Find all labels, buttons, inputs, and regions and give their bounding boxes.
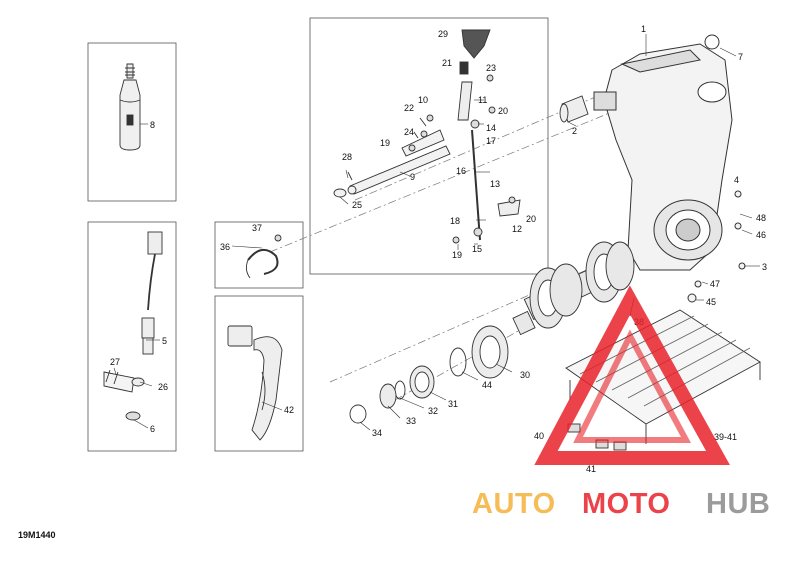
callout-11: 11 <box>478 95 487 105</box>
inset-frame-wiring <box>214 295 304 452</box>
speed-sensor-part <box>103 231 163 421</box>
callout-45: 45 <box>706 297 716 307</box>
callout-31: 31 <box>448 399 458 409</box>
callout-7: 7 <box>738 52 743 62</box>
callout-36: 36 <box>220 242 230 252</box>
diagram-code: 19M1440 <box>18 530 56 540</box>
callout-3: 3 <box>762 262 767 272</box>
callout-29: 29 <box>438 29 448 39</box>
callout-34: 34 <box>372 428 382 438</box>
shift-lever-part <box>408 29 521 244</box>
callout-14: 14 <box>486 123 496 133</box>
watermark-text-hub: HUB <box>706 488 770 520</box>
watermark-text-moto: MOTO <box>582 488 670 520</box>
callout-18: 18 <box>450 216 460 226</box>
callout-25: 25 <box>352 200 362 210</box>
transmission-housing-part <box>593 34 746 303</box>
callout-46: 46 <box>756 230 766 240</box>
callout-10: 10 <box>418 95 428 105</box>
callout-19a: 19 <box>380 138 390 148</box>
watermark-logo: AUTO MOTO HUB <box>472 285 770 520</box>
callout-28: 28 <box>342 152 352 162</box>
callout-48: 48 <box>756 213 766 223</box>
callout-41: 41 <box>586 464 596 474</box>
callout-30: 30 <box>520 370 530 380</box>
inset-frame-sensor-ring <box>214 221 304 289</box>
callout-17: 17 <box>486 136 496 146</box>
callout-23: 23 <box>486 63 496 73</box>
callout-16: 16 <box>456 166 466 176</box>
bearing-seal-parts <box>349 325 509 424</box>
callout-13: 13 <box>490 179 500 189</box>
callout-21: 21 <box>442 58 452 68</box>
sleeve-part <box>559 95 589 123</box>
callout-42: 42 <box>284 405 294 415</box>
callout-20a: 20 <box>498 106 508 116</box>
callout-27: 27 <box>110 357 120 367</box>
callout-40: 40 <box>534 431 544 441</box>
callout-44: 44 <box>482 380 492 390</box>
watermark-triangle <box>534 285 730 465</box>
callout-19b: 19 <box>452 250 462 260</box>
callout-37: 37 <box>252 223 262 233</box>
callout-2: 2 <box>572 126 577 136</box>
callout-20b: 20 <box>526 214 536 224</box>
drive-axle-sprockets-part <box>512 241 635 336</box>
callout-1: 1 <box>641 24 646 34</box>
callout-32: 32 <box>428 406 438 416</box>
wire-harness-part <box>227 325 283 441</box>
inset-frame-shift-linkage <box>309 17 549 275</box>
callout-26: 26 <box>158 382 168 392</box>
callout-8: 8 <box>150 120 155 130</box>
callout-6: 6 <box>150 424 155 434</box>
callout-33: 33 <box>406 416 416 426</box>
callout-22: 22 <box>404 103 414 113</box>
callout-9: 9 <box>410 172 415 182</box>
callout-5: 5 <box>162 336 167 346</box>
callout-24: 24 <box>404 127 414 137</box>
callout-39-41: 39-41 <box>714 432 737 442</box>
inset-frame-oil <box>87 42 177 202</box>
callout-labels: 1 2 3 4 5 6 7 8 9 10 11 12 13 14 15 16 1… <box>110 24 767 474</box>
callout-47: 47 <box>710 279 720 289</box>
oil-bottle-part <box>119 63 141 151</box>
callout-12: 12 <box>512 224 522 234</box>
callout-15: 15 <box>472 244 482 254</box>
inset-frame-sensor <box>87 221 177 452</box>
tone-ring-part <box>245 234 282 279</box>
watermark-text-auto: AUTO <box>472 488 556 520</box>
callout-4: 4 <box>734 175 739 185</box>
